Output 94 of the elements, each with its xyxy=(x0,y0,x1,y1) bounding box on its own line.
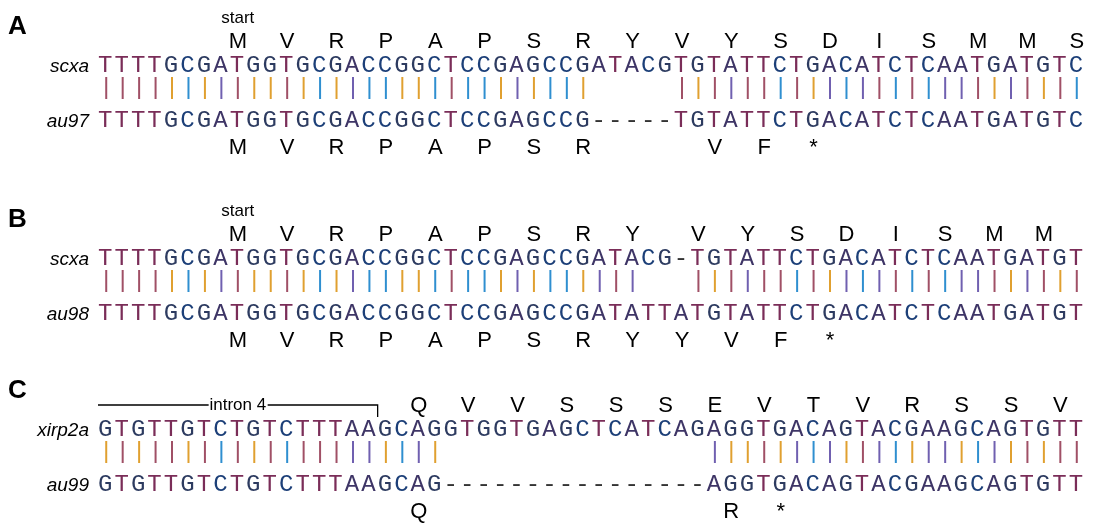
amino-acid-letter: S xyxy=(526,329,542,351)
dna-sequence: TTTTGCGATGGTGCGACCGGCTCCGAGCCGATACGTGTATTCTGACATCTCAATGATGTC xyxy=(98,52,1086,80)
panel-label: B xyxy=(8,205,27,231)
amino-acid-letter: V xyxy=(756,394,772,416)
amino-acid-letter: S xyxy=(1003,394,1019,416)
amino-acid-letter: Y xyxy=(625,329,640,351)
sequence-name: au97 xyxy=(45,111,91,130)
amino-acid-letter: T xyxy=(806,394,821,416)
sequence-name: au99 xyxy=(45,475,90,494)
amino-acid-letter: M xyxy=(228,329,247,351)
sequence-name: xirp2a xyxy=(36,420,90,439)
amino-acid-letter: S xyxy=(937,223,953,245)
amino-acid-letter: R xyxy=(723,500,740,522)
panel-label: C xyxy=(8,376,27,402)
amino-acid-letter: M xyxy=(968,30,988,52)
amino-acid-letter: P xyxy=(477,30,492,52)
amino-acid-letter: M xyxy=(228,223,247,245)
amino-acid-letter: S xyxy=(773,30,788,52)
amino-acid-letter: M xyxy=(1034,223,1054,245)
amino-acid-letter: R xyxy=(904,394,921,416)
amino-acid-letter: M xyxy=(1018,30,1037,52)
amino-acid-letter: I xyxy=(892,223,899,245)
amino-acid-letter: S xyxy=(658,394,673,416)
amino-acid-letter: V xyxy=(855,394,871,416)
amino-acid-letter: S xyxy=(608,394,624,416)
amino-acid-letter: V xyxy=(723,329,739,351)
amino-acid-letter: R xyxy=(328,136,345,158)
dna-sequence: GTGTTGTCTGTCTTTAAGCAGGTGGTGAGCTCATCAGAGGTGACAGTACGAAGCAGTGTT xyxy=(98,416,1086,444)
amino-acid-letter: V xyxy=(279,223,295,245)
dna-sequence: TTTTGCGATGGTGCGACCGGCTCCGAGCCGATACG-TGTATTCTGACATCTCAATGATGT xyxy=(98,245,1086,273)
amino-acid-letter: V xyxy=(707,136,723,158)
amino-acid-letter: S xyxy=(559,394,575,416)
amino-acid-letter: * xyxy=(776,500,785,522)
amino-acid-letter: Y xyxy=(625,223,640,245)
amino-acid-letter: R xyxy=(328,223,345,245)
amino-acid-letter: S xyxy=(954,394,969,416)
amino-acid-letter: V xyxy=(279,136,295,158)
amino-acid-letter: * xyxy=(825,329,835,351)
amino-acid-letter: M xyxy=(228,136,247,158)
amino-acid-letter: P xyxy=(477,136,492,158)
panel-label: A xyxy=(8,12,27,38)
dna-sequence: TTTTGCGATGGTGCGACCGGCTCCGAGCCG-----TGTATTCTGACATCTCAATGATGTC xyxy=(98,107,1086,135)
amino-acid-letter: M xyxy=(228,30,247,52)
amino-acid-letter: S xyxy=(789,223,805,245)
amino-acid-letter: A xyxy=(427,30,443,52)
intron-label: intron 4 xyxy=(208,396,268,413)
amino-acid-letter: P xyxy=(477,329,492,351)
amino-acid-letter: R xyxy=(328,30,345,52)
amino-acid-letter: R xyxy=(575,30,592,52)
amino-acid-letter: A xyxy=(427,223,443,245)
amino-acid-letter: I xyxy=(876,30,883,52)
amino-acid-letter: S xyxy=(526,223,542,245)
amino-acid-letter: D xyxy=(822,30,838,52)
amino-acid-letter: V xyxy=(1052,394,1068,416)
amino-acid-letter: P xyxy=(477,223,492,245)
amino-acid-letter: M xyxy=(985,223,1004,245)
sequence-name: au98 xyxy=(45,304,90,323)
amino-acid-letter: V xyxy=(691,223,706,245)
amino-acid-letter: R xyxy=(575,223,592,245)
amino-acid-letter: S xyxy=(526,136,542,158)
sequence-name: scxa xyxy=(48,56,90,75)
amino-acid-letter: V xyxy=(279,30,295,52)
amino-acid-letter: Y xyxy=(674,329,690,351)
amino-acid-letter: P xyxy=(378,223,394,245)
amino-acid-letter: Y xyxy=(723,30,739,52)
amino-acid-letter: * xyxy=(809,136,818,158)
amino-acid-letter: P xyxy=(378,329,394,351)
amino-acid-letter: R xyxy=(575,136,592,158)
dna-sequence: GTGTTGTCTGTCTTTAAGCAG----------------AGGTGACAGTACGAAGCAGTGTT xyxy=(98,471,1086,499)
amino-acid-letter: F xyxy=(757,136,771,158)
amino-acid-letter: E xyxy=(707,394,723,416)
amino-acid-letter: V xyxy=(674,30,690,52)
amino-acid-letter: A xyxy=(427,329,443,351)
amino-acid-letter: P xyxy=(378,30,394,52)
amino-acid-letter: V xyxy=(279,329,295,351)
amino-acid-letter: Q xyxy=(410,394,428,416)
amino-acid-letter: Q xyxy=(410,500,428,522)
amino-acid-letter: Y xyxy=(740,223,756,245)
start-label: start xyxy=(221,202,255,219)
dna-sequence: TTTTGCGATGGTGCGACCGGCTCCGAGCCGATATTATGTATTCTGACATCTCAATGATGT xyxy=(98,300,1086,328)
amino-acid-letter: P xyxy=(378,136,394,158)
amino-acid-letter: D xyxy=(838,223,855,245)
sequence-name: scxa xyxy=(48,249,90,268)
amino-acid-letter: S xyxy=(1069,30,1085,52)
amino-acid-letter: A xyxy=(427,136,443,158)
start-label: start xyxy=(221,9,255,26)
amino-acid-letter: V xyxy=(460,394,476,416)
amino-acid-letter: S xyxy=(526,30,542,52)
amino-acid-letter: F xyxy=(773,329,788,351)
amino-acid-letter: R xyxy=(575,329,592,351)
amino-acid-letter: V xyxy=(510,394,525,416)
amino-acid-letter: R xyxy=(328,329,345,351)
amino-acid-letter: S xyxy=(921,30,937,52)
amino-acid-letter: Y xyxy=(625,30,640,52)
